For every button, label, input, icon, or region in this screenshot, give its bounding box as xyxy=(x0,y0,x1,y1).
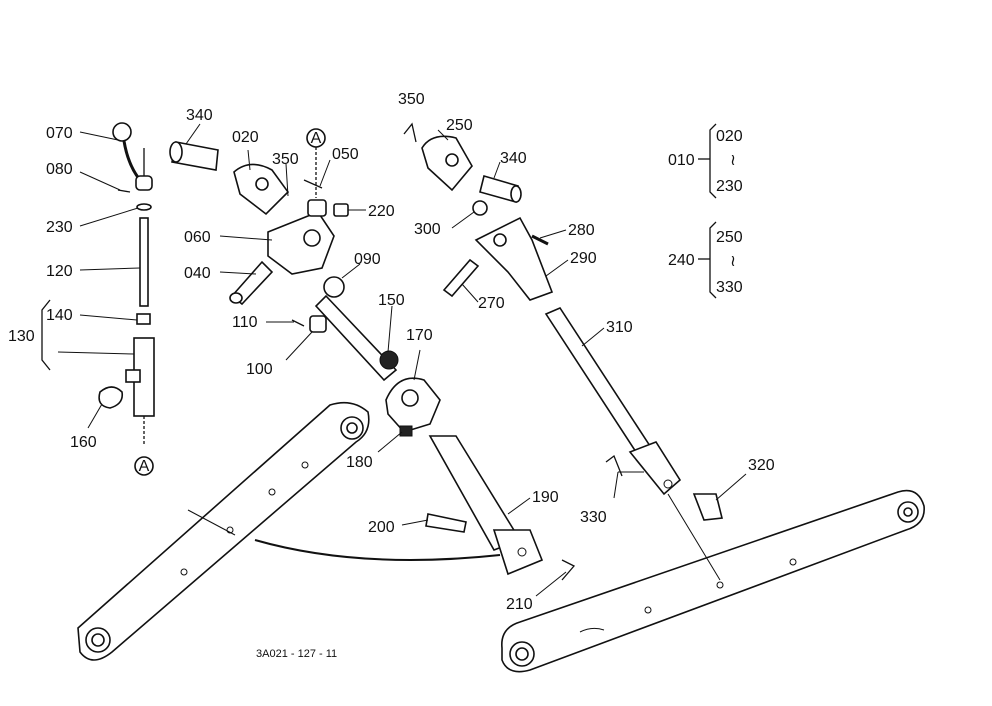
callout-label: 090 xyxy=(354,251,381,268)
callout-labels: 070 080 230 120 140 130 160 340 020 350 … xyxy=(8,91,775,613)
callout-label: 340 xyxy=(186,107,213,124)
ref-marker-top: A xyxy=(306,128,326,198)
callout-label: 300 xyxy=(414,221,441,238)
callout-label: 060 xyxy=(184,229,211,246)
leader-lines xyxy=(57,123,747,597)
svg-text:≀: ≀ xyxy=(730,152,736,169)
callout-label: 320 xyxy=(748,457,775,474)
top-link-left xyxy=(169,141,576,581)
group-to: 230 xyxy=(716,178,743,195)
callout-label: 230 xyxy=(46,219,73,236)
check-chain xyxy=(254,539,501,561)
callout-label: 070 xyxy=(46,125,73,142)
callout-label: 160 xyxy=(70,434,97,451)
bracket-130 xyxy=(41,299,51,371)
ref-marker-label: A xyxy=(311,130,322,147)
callout-label: 020 xyxy=(232,129,259,146)
figure-code: 3A021 - 127 - 11 xyxy=(256,648,337,660)
callout-label: 080 xyxy=(46,161,73,178)
callout-label: 040 xyxy=(184,265,211,282)
callout-label: 340 xyxy=(500,150,527,167)
callout-label: 310 xyxy=(606,319,633,336)
svg-text:≀: ≀ xyxy=(730,253,736,270)
callout-label: 270 xyxy=(478,295,505,312)
group-number: 010 xyxy=(668,152,695,169)
callout-label: 190 xyxy=(532,489,559,506)
top-link-right xyxy=(403,122,723,581)
left-lower-link xyxy=(77,401,370,661)
lever-assembly xyxy=(98,122,155,446)
callout-label: 130 xyxy=(8,328,35,345)
group-from: 250 xyxy=(716,229,743,246)
group-range-010: 010 020 ≀ 230 xyxy=(668,123,743,199)
group-from: 020 xyxy=(716,128,743,145)
right-lower-link xyxy=(501,489,925,673)
callout-label: 180 xyxy=(346,454,373,471)
callout-label: 330 xyxy=(580,509,607,526)
callout-label: 170 xyxy=(406,327,433,344)
callout-label: 150 xyxy=(378,292,405,309)
callout-label: 200 xyxy=(368,519,395,536)
callout-label: 220 xyxy=(368,203,395,220)
callout-label: 100 xyxy=(246,361,273,378)
callout-label: 120 xyxy=(46,263,73,280)
group-to: 330 xyxy=(716,279,743,296)
callout-label: 210 xyxy=(506,596,533,613)
callout-label: 110 xyxy=(232,314,258,331)
callout-label: 290 xyxy=(570,250,597,267)
group-number: 240 xyxy=(668,252,695,269)
callout-label: 250 xyxy=(446,117,473,134)
callout-label: 050 xyxy=(332,146,359,163)
callout-label: 350 xyxy=(398,91,425,108)
callout-label: 280 xyxy=(568,222,595,239)
ref-marker-bottom: A xyxy=(134,456,154,476)
ref-marker-label: A xyxy=(139,458,150,475)
callout-label: 140 xyxy=(46,307,73,324)
callout-label: 350 xyxy=(272,151,299,168)
group-range-240: 240 250 ≀ 330 xyxy=(668,221,743,299)
